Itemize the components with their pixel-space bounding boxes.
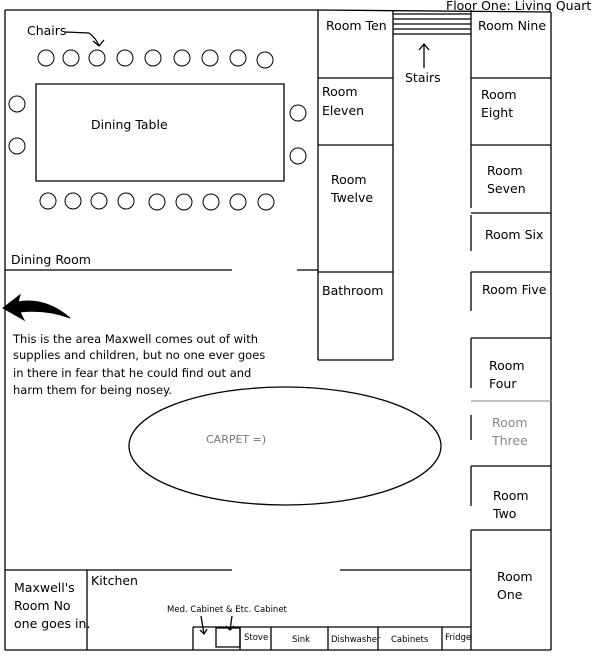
room-seven-label-2: Seven <box>487 181 526 196</box>
room-one-label-2: One <box>497 587 523 602</box>
dishwasher-label: Dishwasher <box>331 635 381 645</box>
dining-room-label: Dining Room <box>11 252 91 267</box>
note-line-3: in there in fear that he could find out … <box>13 366 251 380</box>
cabinets-label: Cabinets <box>391 635 429 645</box>
floor-title: Floor One: Living Quarters <box>446 0 592 13</box>
dining-table <box>36 84 284 181</box>
room-nine-label: Room Nine <box>478 18 546 33</box>
chair <box>118 193 134 209</box>
room-two-label-1: Room <box>493 488 529 503</box>
maxwell-room-label-1: Maxwell's <box>14 580 75 595</box>
outer-walls <box>5 10 551 650</box>
maxwell-room-label-2: Room No <box>14 598 71 613</box>
room-four-label-1: Room <box>489 358 525 373</box>
med-cabinet-box <box>216 628 240 647</box>
stove-label: Stove <box>244 633 268 643</box>
chair <box>230 50 246 66</box>
note-line-4: harm them for being nosey. <box>13 383 172 397</box>
chair <box>89 50 105 66</box>
sink-label: Sink <box>292 635 310 645</box>
fridge-label: Fridge <box>445 633 471 643</box>
chair <box>149 194 165 210</box>
maxwell-note: This is the area Maxwell comes out of wi… <box>3 295 265 397</box>
right-room-column: Room Nine Room Eight Room Seven Room Six… <box>471 10 551 650</box>
chair <box>40 193 56 209</box>
chair <box>9 96 25 112</box>
chairs-arrow <box>65 32 99 46</box>
room-one-label-1: Room <box>497 569 533 584</box>
chair <box>145 50 161 66</box>
left-arrow-icon <box>3 295 70 320</box>
carpet-label: CARPET =) <box>206 433 266 446</box>
dining-room: Dining Table Dining Room Chairs <box>5 23 318 270</box>
chair <box>202 50 218 66</box>
room-three-label-2: Three <box>491 433 528 448</box>
bathroom-label: Bathroom <box>322 283 383 298</box>
room-ten-label: Room Ten <box>326 18 387 33</box>
chair <box>257 52 273 68</box>
chair <box>63 50 79 66</box>
room-seven-label-1: Room <box>487 163 523 178</box>
chair <box>65 193 81 209</box>
chair <box>9 138 25 154</box>
room-five-label: Room Five <box>482 282 547 297</box>
cabinet-arrow-1 <box>201 616 204 634</box>
room-twelve-label-1: Room <box>331 172 367 187</box>
room-eight-label-2: Eight <box>481 105 513 120</box>
room-six-label: Room Six <box>485 227 543 242</box>
dining-table-label: Dining Table <box>91 117 168 132</box>
chair <box>117 50 133 66</box>
room-eight-label-1: Room <box>481 87 517 102</box>
room-three-label-1: Room <box>492 415 528 430</box>
chair <box>258 194 274 210</box>
cabinets-caption: Med. Cabinet & Etc. Cabinet <box>167 605 288 615</box>
chair <box>91 193 107 209</box>
note-line-2: supplies and children, but no one ever g… <box>13 348 265 362</box>
chair <box>230 194 246 210</box>
room-two-label-2: Two <box>492 506 516 521</box>
chair <box>290 105 306 121</box>
room-twelve-label-2: Twelve <box>330 190 373 205</box>
room-four-label-2: Four <box>489 376 517 391</box>
chair <box>203 194 219 210</box>
chair <box>176 194 192 210</box>
carpet <box>129 387 441 505</box>
chair <box>38 50 54 66</box>
room-eleven-label-1: Room <box>322 84 358 99</box>
maxwell-room: Maxwell's Room No one goes in. <box>5 570 471 650</box>
left-room-column: Room Ten Room Eleven Room Twelve Bathroo… <box>318 10 393 360</box>
maxwell-room-label-3: one goes in. <box>14 616 90 631</box>
chair <box>290 148 306 164</box>
cabinet-arrow-1-head <box>200 629 207 634</box>
kitchen: Kitchen Med. Cabinet & Etc. Cabinet Stov… <box>91 573 471 650</box>
stairs-label: Stairs <box>405 70 441 85</box>
kitchen-label: Kitchen <box>91 573 138 588</box>
note-line-1: This is the area Maxwell comes out of wi… <box>12 332 258 346</box>
stairs: Stairs <box>393 14 471 85</box>
stairs-arrow-head <box>419 44 429 50</box>
chairs-arrow-head <box>93 40 104 46</box>
chairs-label: Chairs <box>27 23 66 38</box>
chairs <box>9 50 306 210</box>
chair <box>174 50 190 66</box>
room-eleven-label-2: Eleven <box>322 103 364 118</box>
